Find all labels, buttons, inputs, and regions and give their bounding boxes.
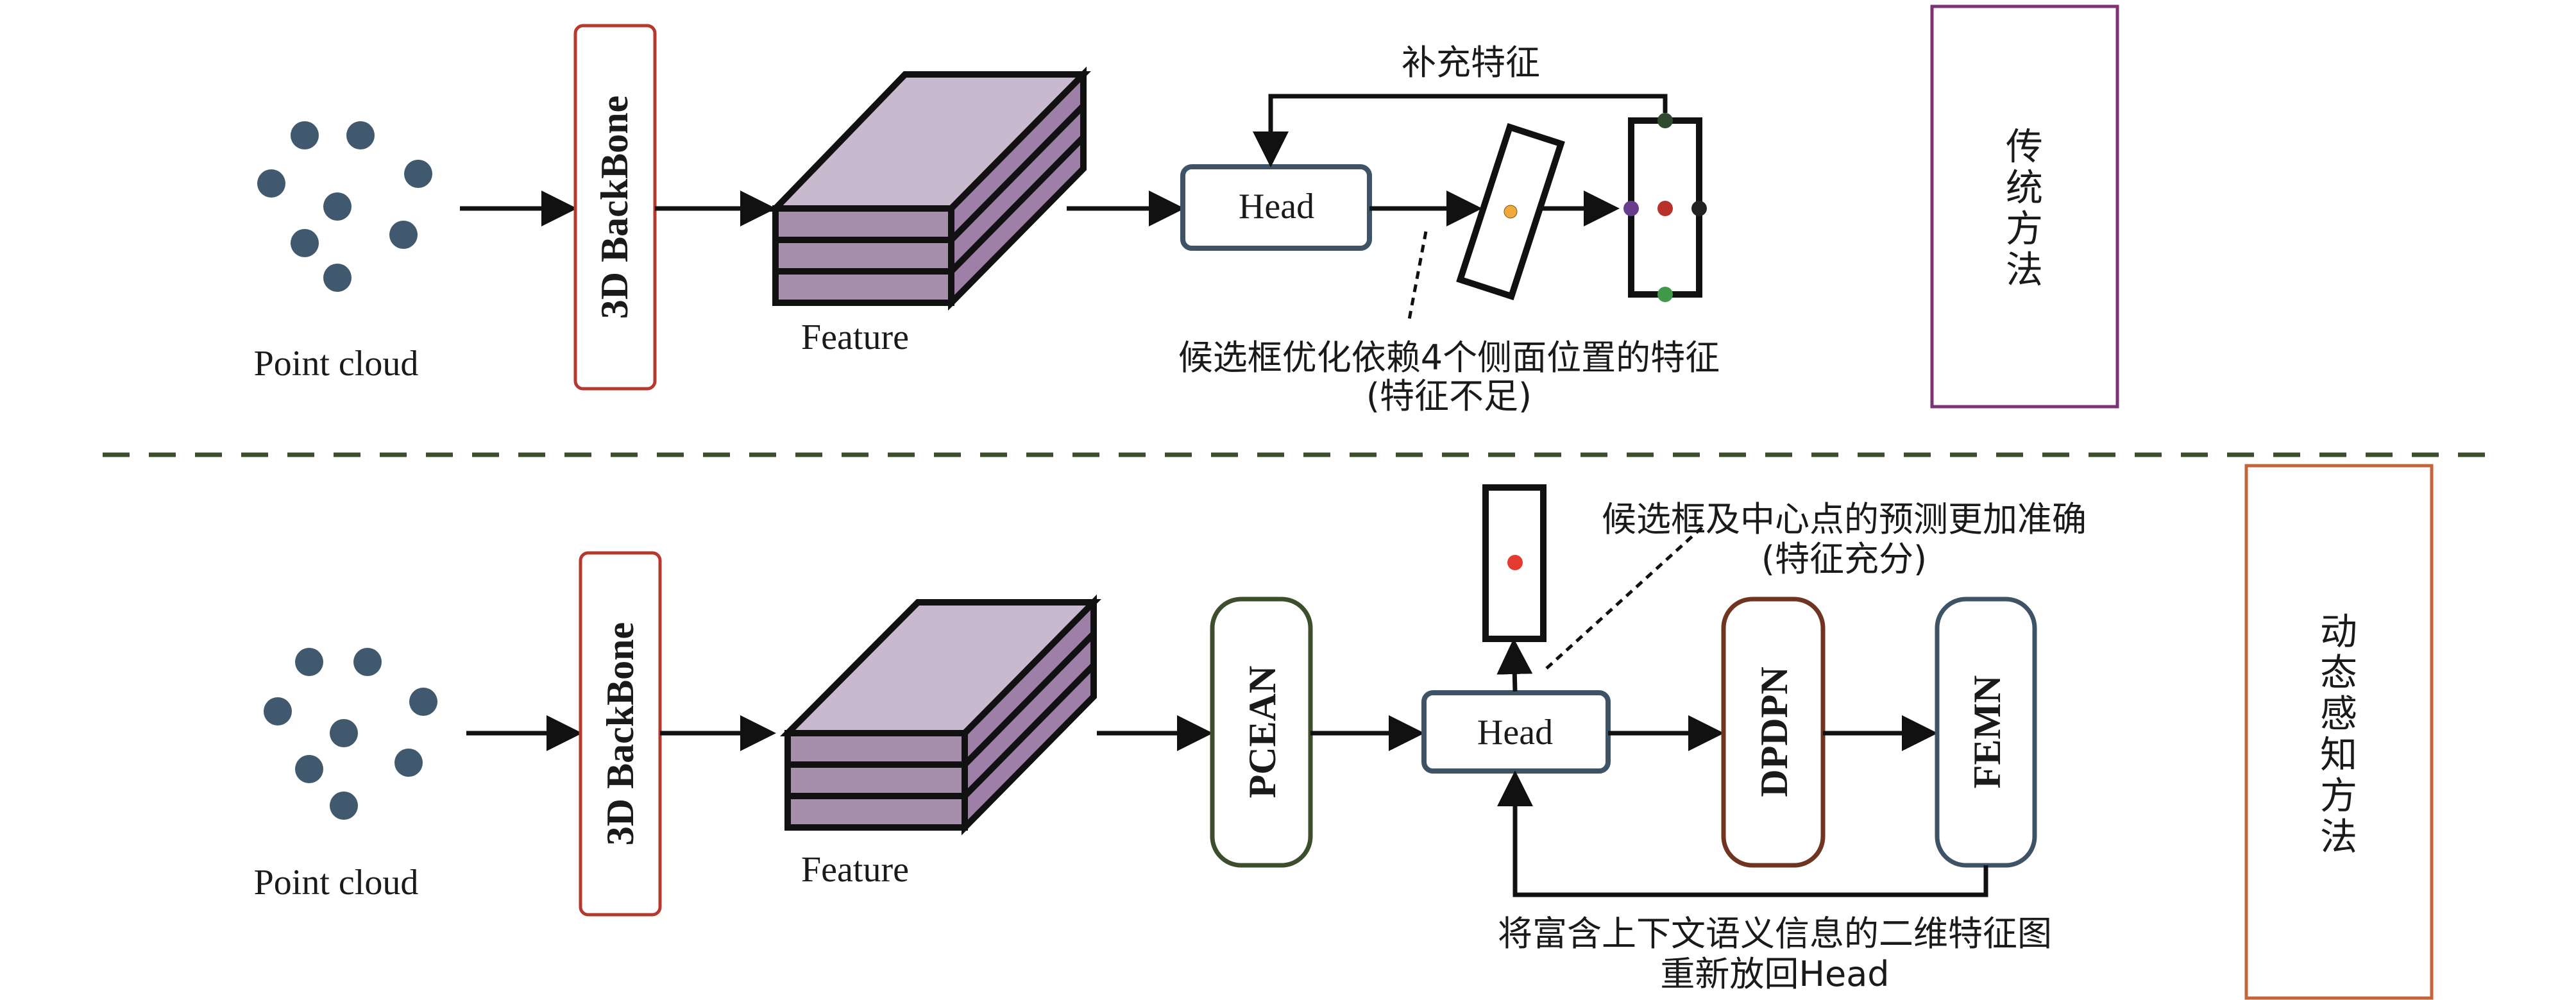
femn-label: FEMN xyxy=(1966,675,2008,789)
vertical-char: 态 xyxy=(2320,650,2357,694)
point-dot xyxy=(323,192,352,221)
arrow-head-to-prediction xyxy=(1496,638,1533,692)
feature-side-divider xyxy=(962,631,1096,767)
bottom-feature-label: Feature xyxy=(801,850,909,890)
top-feature-label: Feature xyxy=(801,318,909,357)
side-point-right xyxy=(1691,201,1707,216)
refined-box xyxy=(1623,113,1707,302)
side-point-left xyxy=(1623,201,1639,216)
feature-side-divider xyxy=(949,103,1086,242)
proposal-center-dot xyxy=(1504,205,1518,219)
feature-front-layer xyxy=(772,205,954,243)
tilted-proposal-box xyxy=(1456,123,1565,301)
dynamic-method-box xyxy=(2244,464,2434,1000)
prediction-caption-pointer xyxy=(1545,525,1705,670)
feature-side-divider xyxy=(962,663,1096,799)
vertical-char: 知 xyxy=(2320,733,2357,776)
point-dot xyxy=(394,749,423,777)
dynamic-method-label: 动态感知方法 xyxy=(2320,609,2357,858)
center-point xyxy=(1657,201,1673,216)
top-backbone-label: 3D BackBone xyxy=(593,96,636,319)
caption-pointer xyxy=(1407,231,1428,320)
prediction-caption-line2: (特征充分) xyxy=(1761,539,1927,579)
vertical-char: 统 xyxy=(2006,165,2043,209)
feedback-label: 补充特征 xyxy=(1402,42,1540,83)
bottom-point-cloud xyxy=(264,648,437,820)
point-dot xyxy=(330,792,358,820)
feature-front-layer xyxy=(784,761,968,799)
bottom-head-label: Head xyxy=(1477,713,1553,752)
feedback-arrow-top xyxy=(1253,94,1668,167)
point-dot xyxy=(404,160,432,188)
point-dot xyxy=(295,755,323,783)
feedback-arrow-bottom xyxy=(1497,770,1988,897)
bottom-point-cloud-label: Point cloud xyxy=(254,863,419,903)
top-point-cloud-label: Point cloud xyxy=(254,344,419,384)
feature-front-layer xyxy=(772,268,954,306)
vertical-char: 感 xyxy=(2320,691,2357,735)
point-dot xyxy=(264,697,292,725)
vertical-char: 传 xyxy=(2006,124,2043,168)
side-point-bottom xyxy=(1657,287,1673,302)
dpdpn-label: DPDPN xyxy=(1753,666,1795,797)
feature-front-layer xyxy=(784,793,968,831)
vertical-char: 法 xyxy=(2006,248,2043,291)
point-dot xyxy=(323,264,352,292)
point-dot xyxy=(330,719,358,747)
top-feature-block xyxy=(768,66,1091,311)
feature-front-layer xyxy=(784,730,968,768)
point-dot xyxy=(295,648,323,676)
point-dot xyxy=(291,229,319,257)
prediction-center-dot xyxy=(1507,555,1523,570)
feedback-caption-line1: 将富含上下文语义信息的二维特征图 xyxy=(1498,913,2052,954)
top-section: Point cloud 3D BackBone Feature Head xyxy=(254,4,2119,416)
top-point-cloud xyxy=(257,121,432,292)
top-caption-line1: 候选框优化依赖4个侧面位置的特征 xyxy=(1178,337,1720,378)
point-dot xyxy=(409,688,437,716)
point-dot xyxy=(291,121,319,149)
feature-side-divider xyxy=(949,135,1086,274)
bottom-section: Point cloud 3D BackBone Feature PCEAN He… xyxy=(254,464,2434,1000)
feature-front-layer xyxy=(772,237,954,275)
bottom-feature-block xyxy=(779,594,1101,836)
side-point-top xyxy=(1657,113,1673,128)
vertical-char: 方 xyxy=(2320,774,2357,817)
point-dot xyxy=(346,121,375,149)
top-caption-line2: (特征不足) xyxy=(1366,376,1532,416)
pcean-label: PCEAN xyxy=(1241,666,1284,799)
traditional-method-box xyxy=(1930,4,2119,409)
point-dot xyxy=(257,169,285,198)
point-dot xyxy=(389,221,418,249)
point-dot xyxy=(353,648,382,676)
top-head-label: Head xyxy=(1239,187,1314,226)
vertical-char: 动 xyxy=(2320,609,2357,653)
bottom-backbone-label: 3D BackBone xyxy=(599,622,641,845)
prediction-box xyxy=(1482,484,1546,642)
prediction-caption-line1: 候选框及中心点的预测更加准确 xyxy=(1602,499,2087,539)
vertical-char: 法 xyxy=(2320,815,2357,858)
traditional-method-label: 传统方法 xyxy=(2006,124,2043,291)
feedback-caption-line2: 重新放回Head xyxy=(1660,954,1889,994)
vertical-char: 方 xyxy=(2006,207,2043,250)
